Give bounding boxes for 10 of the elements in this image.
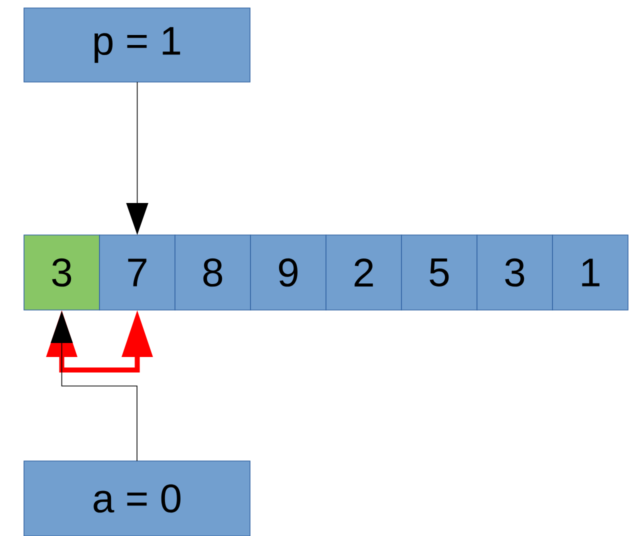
- array-cell: 9: [250, 234, 326, 310]
- array-cell: 2: [326, 234, 402, 310]
- array-cell: 3: [24, 234, 100, 310]
- array-cell: 8: [174, 234, 251, 310]
- value-box: a = 0: [24, 460, 250, 536]
- value-box: p = 1: [24, 8, 250, 82]
- array-cell: 3: [476, 234, 553, 310]
- array-cell: 7: [99, 234, 176, 310]
- array-cell: 5: [401, 234, 478, 310]
- array-cell: 1: [552, 234, 628, 310]
